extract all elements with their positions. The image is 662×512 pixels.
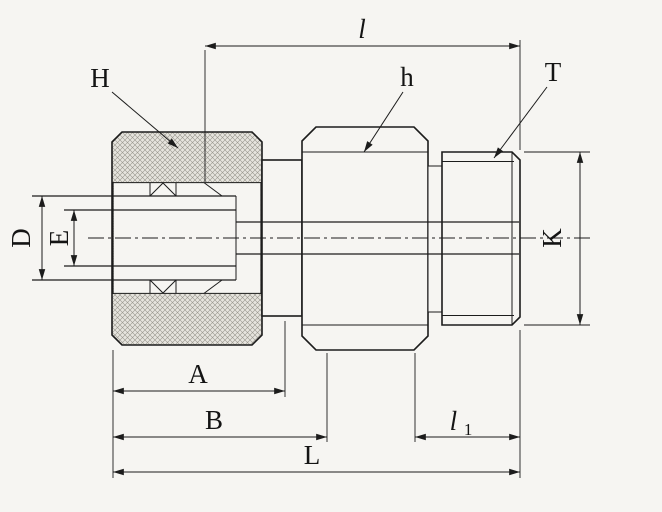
dimensions: l H h T D E <box>6 14 590 478</box>
dim-A: A <box>112 321 286 478</box>
dim-l: l <box>204 14 521 182</box>
dim-D-label: D <box>6 228 36 248</box>
front-ferrule <box>175 182 223 294</box>
dim-A-label: A <box>188 359 208 389</box>
thread-groove <box>427 165 443 313</box>
dim-D: D <box>6 196 46 280</box>
through-bore <box>236 221 519 255</box>
callout-T: T <box>493 57 562 159</box>
dim-K-label: K <box>537 228 567 248</box>
callout-H: H <box>90 63 179 149</box>
back-ferrule-upper <box>149 182 177 197</box>
dim-l1-label-base: l <box>450 406 458 436</box>
dim-l1: l 1 <box>414 353 520 442</box>
dim-l1-label-sub: 1 <box>464 420 473 439</box>
front-ferrule-upper <box>203 182 223 197</box>
callout-H-leader <box>111 91 179 149</box>
callout-h: h <box>363 62 414 153</box>
dim-K: K <box>524 151 590 326</box>
callout-H-label: H <box>90 63 110 93</box>
dim-l1-label: l 1 <box>450 406 473 439</box>
dim-B: B <box>113 353 328 442</box>
dim-E-label: E <box>44 230 74 247</box>
tube-and-ferrules <box>32 182 237 294</box>
nut <box>111 131 263 346</box>
dim-B-label: B <box>205 405 223 435</box>
dim-E: E <box>44 210 78 266</box>
front-ferrule-lower <box>203 279 223 294</box>
callout-h-label: h <box>400 62 414 92</box>
back-ferrule <box>149 182 177 294</box>
callout-h-leader <box>363 91 404 153</box>
dim-L-label: L <box>304 440 321 470</box>
fitting-geometry <box>32 126 592 351</box>
back-ferrule-lower <box>149 279 177 294</box>
callout-T-leader <box>493 86 548 159</box>
dim-l-label: l <box>358 14 366 44</box>
callout-T-label: T <box>545 57 562 87</box>
dim-L: L <box>113 330 521 478</box>
